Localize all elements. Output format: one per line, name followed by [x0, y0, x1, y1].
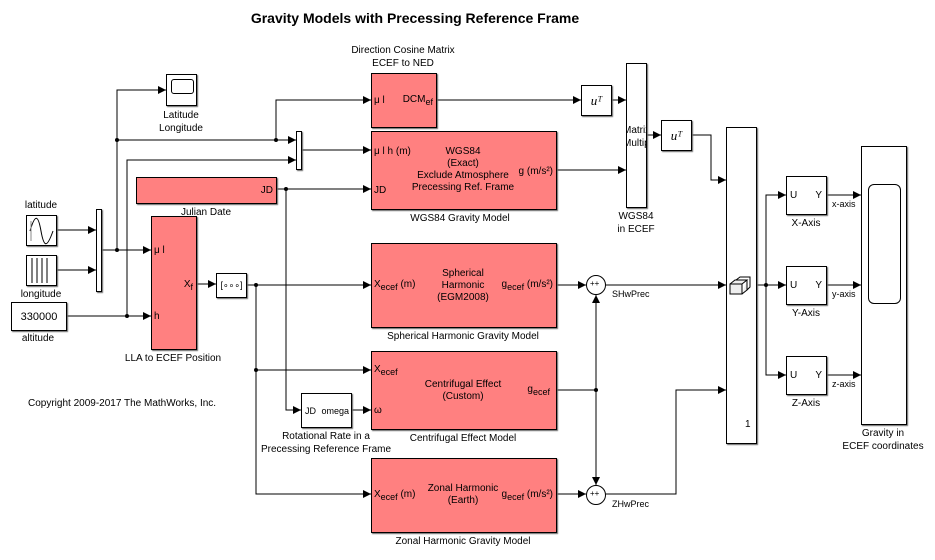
port-label: JD [260, 185, 273, 196]
signal-label: y-axis [832, 289, 856, 299]
zonal-label: Zonal Harmonic Gravity Model [395, 536, 531, 547]
x-axis-label: X-Axis [791, 218, 821, 229]
port-label: omega [321, 406, 349, 416]
latitude-sine-block[interactable] [26, 215, 57, 246]
port-label: JD [374, 185, 387, 196]
signal-label: ZHwPrec [612, 499, 650, 509]
lla-label: LLA to ECEF Position [124, 353, 222, 364]
wire [116, 86, 166, 250]
selector-block[interactable]: [∘∘∘] [216, 273, 247, 298]
port-label: U [790, 370, 798, 381]
z-axis-label: Z-Axis [791, 398, 821, 409]
scope-icon [868, 184, 901, 304]
lla-to-ecef-block[interactable]: μ l h Xf [151, 216, 197, 350]
julian-date-block[interactable]: JD [136, 177, 277, 204]
signal-label: x-axis [832, 199, 856, 209]
longitude-label: longitude [20, 289, 62, 300]
sum-signs: ++ [590, 279, 600, 288]
port-label: Y [815, 280, 822, 291]
zonal-harmonic-block[interactable]: Xecef (m) gecef (m/s²) Zonal Harmonic(Ea… [371, 458, 557, 533]
port-label: Xecef (m) [374, 489, 416, 502]
block-text: Zonal Harmonic(Earth) [427, 483, 499, 506]
repeating-sequence-icon [31, 258, 48, 283]
gravity-scope-block[interactable] [861, 146, 907, 425]
wire [255, 285, 371, 498]
wire [691, 134, 726, 184]
sum-signs: ++ [590, 489, 600, 498]
cube-icon [729, 276, 751, 295]
dcm-block[interactable]: μ l DCMef [371, 73, 437, 128]
port-label: DCMef [402, 94, 433, 107]
wire [765, 191, 786, 285]
port-label: Y [815, 190, 822, 201]
centrifugal-effect-block[interactable]: Xecef ω gecef Centrifugal Effect(Custom) [371, 351, 557, 430]
block-text: Centrifugal Effect(Custom) [424, 379, 502, 402]
port-label: Xecef [374, 364, 398, 377]
port-label: U [790, 190, 798, 201]
wire [606, 386, 726, 495]
port-label: g (m/s²) [518, 166, 553, 177]
wire [126, 156, 296, 316]
port-label: JD [305, 406, 316, 416]
wire [285, 189, 301, 414]
port-label: gecef (m/s²) [501, 489, 553, 502]
centrifugal-label: Centrifugal Effect Model [409, 433, 517, 444]
port-label: μ l [374, 95, 385, 106]
port-label: Xecef (m) [374, 279, 416, 292]
rotational-rate-block[interactable]: JD omega [301, 393, 352, 428]
julian-date-label: Julian Date [180, 207, 232, 218]
port-label: ω [374, 405, 382, 416]
port-label: 1 [745, 419, 751, 430]
longitude-ramp-block[interactable] [26, 255, 57, 286]
port-label: Xf [183, 279, 193, 292]
port-label: h [154, 311, 160, 322]
transpose-block-1[interactable]: uᵀ [581, 85, 612, 116]
altitude-constant-block[interactable]: 330000 [11, 302, 67, 331]
wire [765, 285, 786, 379]
sum-block-1[interactable]: ++ [586, 275, 606, 295]
block-text: MatrixMultiply [627, 125, 646, 149]
signal-label: SHwPrec [612, 289, 650, 299]
altitude-label: altitude [21, 333, 55, 344]
wire [275, 96, 371, 140]
diagram-title: Gravity Models with Precessing Reference… [250, 10, 580, 26]
port-label: μ l [154, 245, 165, 256]
port-label: Y [815, 370, 822, 381]
sine-wave-icon [29, 217, 54, 245]
scope-icon [171, 79, 194, 94]
signal-label: z-axis [832, 379, 856, 389]
mux-block-2[interactable] [296, 131, 302, 170]
sum-block-2[interactable]: ++ [586, 485, 606, 505]
latlon-scope-block[interactable] [166, 74, 197, 106]
port-label: U [790, 280, 798, 291]
wire [556, 295, 600, 391]
matrix-multiply-block[interactable]: MatrixMultiply [626, 63, 647, 208]
port-label: gecef [527, 384, 550, 397]
wgs84-gravity-block[interactable]: μ l h (m) JD g (m/s²) WGS84(Exact)Exclud… [371, 131, 557, 210]
sh-label: Spherical Harmonic Gravity Model [387, 331, 539, 342]
port-label: gecef (m/s²) [501, 279, 553, 292]
matrix-concatenate-block[interactable]: 1 [726, 127, 757, 444]
latitude-label: latitude [24, 200, 58, 211]
copyright: Copyright 2009-2017 The MathWorks, Inc. [28, 398, 217, 409]
mux-block[interactable] [96, 209, 102, 292]
wgs84-label: WGS84 Gravity Model [410, 213, 510, 224]
transpose-block-2[interactable]: uᵀ [661, 120, 692, 151]
y-axis-label: Y-Axis [792, 308, 820, 319]
port-label: μ l h (m) [374, 146, 411, 157]
